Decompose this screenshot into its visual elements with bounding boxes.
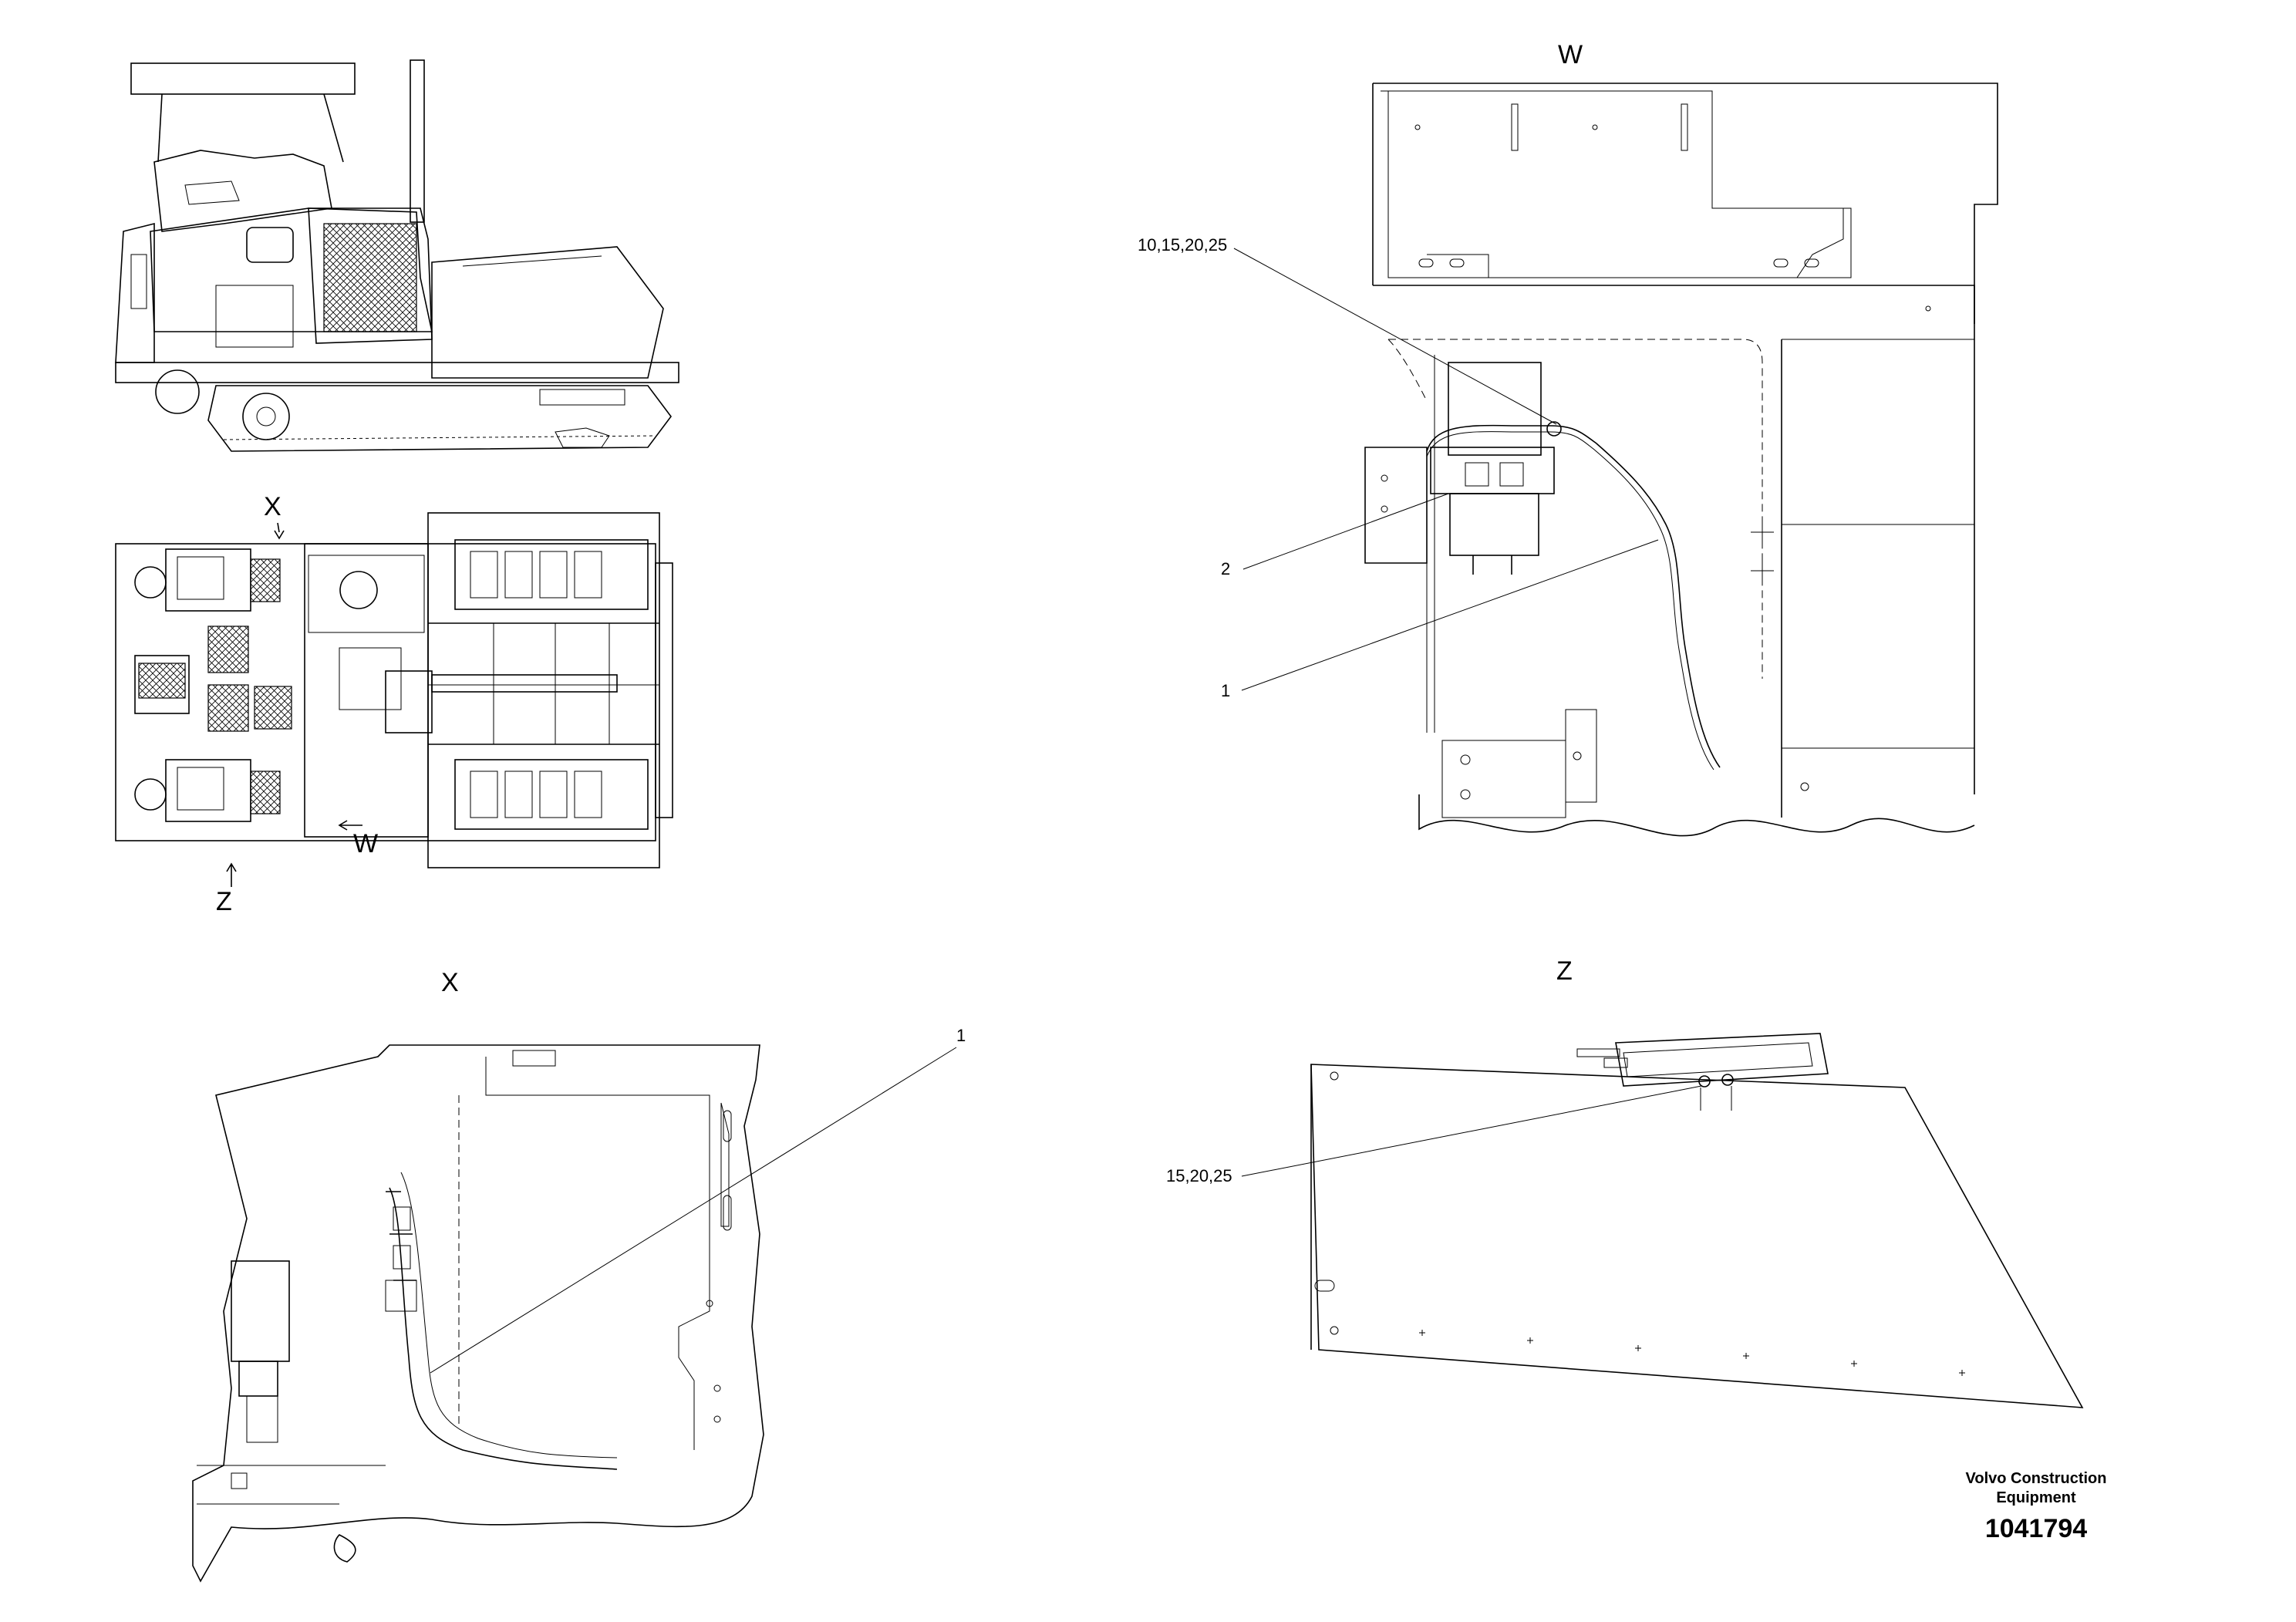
company-name-line1: Volvo Construction [1965, 1470, 2107, 1487]
view-label-z: Z [1556, 956, 1573, 986]
callout-w-10-15-20-25: 10,15,20,25 [1138, 235, 1227, 255]
view-label-w: W [1558, 40, 1583, 69]
section-arrow-z: Z [216, 887, 232, 916]
section-arrow-w: W [353, 829, 378, 858]
section-arrow-x: X [264, 492, 282, 521]
view-label-x: X [441, 968, 459, 997]
callout-z-15-20-25: 15,20,25 [1166, 1166, 1232, 1185]
view-w-drawing [1233, 83, 1998, 837]
drawing-number: 1041794 [1984, 1514, 2088, 1543]
company-name-line2: Equipment [1996, 1489, 2076, 1506]
view-x-drawing [192, 1044, 957, 1583]
callout-x-1: 1 [956, 1026, 966, 1045]
paver-side-view [115, 59, 679, 452]
view-z-drawing [1241, 1033, 2084, 1408]
paver-top-view [115, 512, 673, 887]
title-block: Volvo Construction Equipment 1041794 [1920, 1469, 2152, 1544]
callout-w-2: 2 [1221, 559, 1230, 578]
callout-w-1: 1 [1221, 681, 1230, 700]
